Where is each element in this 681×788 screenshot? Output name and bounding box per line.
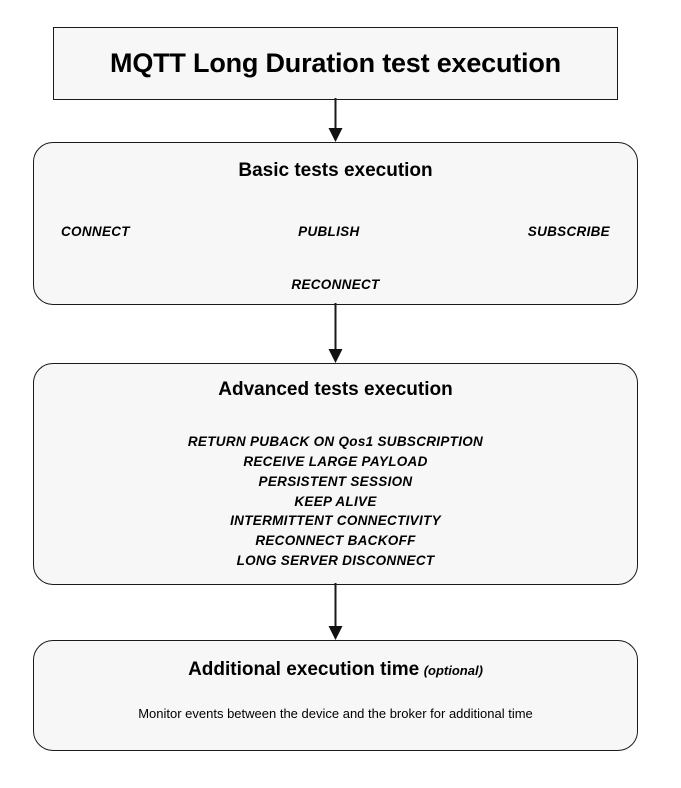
basic-tests-heading: Basic tests execution <box>238 160 433 181</box>
node-advanced-tests-box: Advanced tests execution RETURN PUBACK O… <box>33 363 638 585</box>
arrow-advanced-to-additional <box>328 583 343 640</box>
basic-tests-row-1: CONNECT PUBLISH SUBSCRIBE <box>34 224 637 239</box>
advanced-tests-list: RETURN PUBACK ON Qos1 SUBSCRIPTION RECEI… <box>34 432 637 571</box>
advanced-test-return-puback-qos1: RETURN PUBACK ON Qos1 SUBSCRIPTION <box>187 434 484 449</box>
advanced-test-persistent-session: PERSISTENT SESSION <box>258 473 413 489</box>
basic-test-subscribe: SUBSCRIBE <box>527 224 610 239</box>
additional-time-description: Monitor events between the device and th… <box>138 706 533 721</box>
advanced-tests-heading: Advanced tests execution <box>218 379 453 400</box>
advanced-test-receive-large-payload: RECEIVE LARGE PAYLOAD <box>243 453 428 469</box>
title-box-label: MQTT Long Duration test execution <box>110 47 561 78</box>
basic-test-connect: CONNECT <box>61 224 130 239</box>
additional-time-heading-main: Additional execution time <box>188 659 420 680</box>
node-basic-tests-box: Basic tests execution CONNECT PUBLISH SU… <box>33 142 638 305</box>
basic-test-publish: PUBLISH <box>298 224 360 239</box>
node-additional-time-box: Additional execution time (optional) Mon… <box>33 640 638 751</box>
node-title-box: MQTT Long Duration test execution <box>53 27 618 100</box>
advanced-test-long-server-disconnect: LONG SERVER DISCONNECT <box>236 553 435 569</box>
advanced-test-keep-alive: KEEP ALIVE <box>294 493 377 509</box>
additional-time-heading: Additional execution time (optional) <box>34 659 637 681</box>
arrow-basic-to-advanced <box>328 303 343 363</box>
additional-time-optional-tag: (optional) <box>423 663 483 678</box>
advanced-test-intermittent-connectivity: INTERMITTENT CONNECTIVITY <box>230 513 441 529</box>
advanced-test-reconnect-backoff: RECONNECT BACKOFF <box>255 533 416 549</box>
arrow-title-to-basic <box>328 98 343 142</box>
basic-test-reconnect: RECONNECT <box>291 277 380 292</box>
basic-tests-row-2: RECONNECT <box>34 276 637 294</box>
